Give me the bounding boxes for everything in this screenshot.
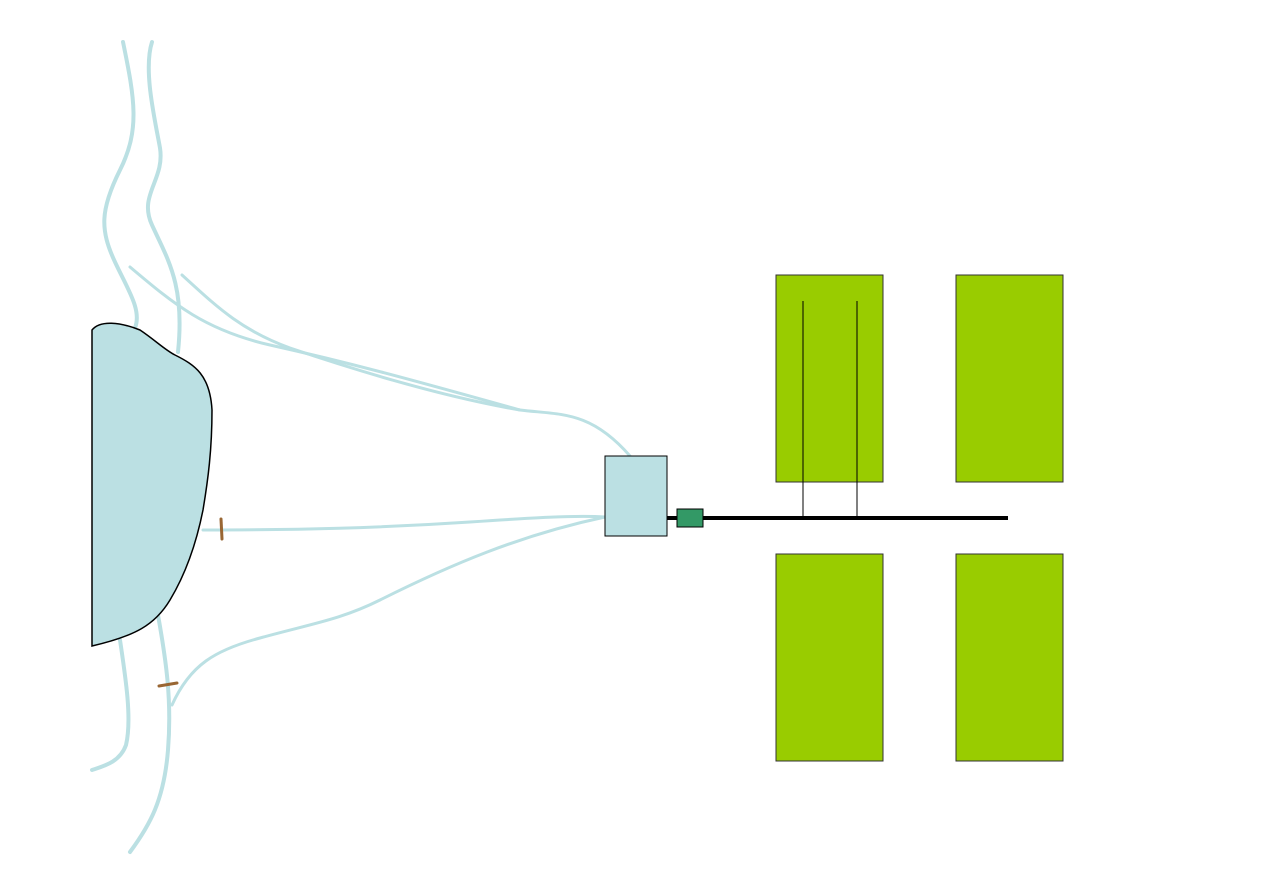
canal-lower [170,515,607,707]
storage-tank [604,455,668,537]
river-left-lower [90,638,131,772]
lake [91,322,213,647]
gate-middle-canal [219,517,224,541]
river-right-lower [128,613,172,854]
laterals [802,301,858,518]
canals [128,265,632,707]
field-bottom-right [955,553,1064,762]
pump [676,508,704,528]
rivers [90,40,182,854]
gates [157,517,224,688]
river-left-upper [102,40,139,330]
field-bottom-left [775,553,884,762]
river-right-upper [145,40,182,354]
gate-lower-canal [157,681,179,688]
canal-upper-a [128,265,632,458]
canal-middle [201,514,607,532]
canal-upper-b [180,273,522,412]
field-top-right [955,274,1064,483]
fields [775,274,1064,762]
field-top-left [775,274,884,483]
